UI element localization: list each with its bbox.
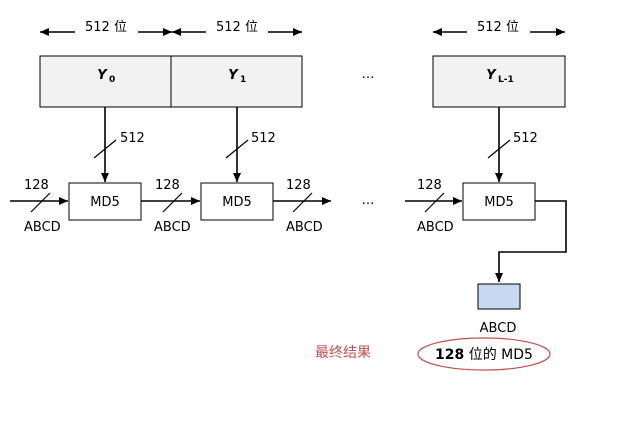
chain-label: ABCD — [417, 220, 454, 235]
width-indicator-y0: 512 位 — [40, 20, 172, 36]
md5-rect — [68, 182, 142, 221]
block-name: Y — [97, 68, 108, 83]
bus-width-label: 512 — [120, 131, 145, 146]
block-rect — [432, 55, 566, 108]
message-block-y0: Y 0 — [39, 55, 172, 108]
width-label: 512 位 — [216, 20, 258, 35]
bus-slash — [424, 192, 445, 213]
output-label: ABCD — [480, 321, 517, 336]
chain-label: ABCD — [286, 220, 323, 235]
final-result-number: 128 — [435, 347, 464, 363]
md5-rect — [462, 182, 536, 221]
md5-rect — [200, 182, 274, 221]
chain-arrow-1-2: 128 ABCD — [141, 178, 200, 235]
final-result-rest: 位的 MD5 — [464, 347, 533, 363]
result-box — [477, 283, 521, 310]
final-result-label: 最终结果 — [315, 345, 371, 361]
message-block-yl1: Y L-1 — [432, 55, 566, 108]
width-indicator-y1: 512 位 — [172, 20, 302, 36]
bus-slash — [292, 192, 313, 213]
chain-arrow-into-last: 128 ABCD — [405, 178, 462, 235]
bus-width-label: 512 — [251, 131, 276, 146]
chain-label: ABCD — [154, 220, 191, 235]
width-indicator-yl1: 512 位 — [433, 20, 565, 36]
block-rect — [170, 55, 303, 108]
bus-512-y0: 512 — [93, 107, 145, 182]
final-result-ellipse — [417, 337, 551, 371]
message-block-y1: Y 1 — [170, 55, 303, 108]
bus-width-label: 128 — [24, 178, 49, 193]
block-subscript: L-1 — [498, 75, 514, 85]
bus-slash — [225, 139, 249, 159]
md5-label: MD5 — [90, 195, 120, 210]
block-subscript: 0 — [109, 75, 115, 85]
block-subscript: 1 — [240, 75, 246, 85]
md5-box-3: MD5 — [462, 182, 536, 221]
chain-arrow-in: 128 ABCD — [10, 178, 68, 235]
md5-label: MD5 — [222, 195, 252, 210]
width-label: 512 位 — [85, 20, 127, 35]
bus-width-label: 128 — [155, 178, 180, 193]
md5-label: MD5 — [484, 195, 514, 210]
ellipsis-chain: … — [362, 193, 375, 208]
bus-slash — [162, 192, 183, 213]
output-connector-arrow — [495, 200, 567, 282]
ellipsis-blocks: … — [362, 67, 375, 82]
md5-box-2: MD5 — [200, 182, 274, 221]
width-label: 512 位 — [477, 20, 519, 35]
bus-slash — [30, 192, 51, 213]
md5-box-1: MD5 — [68, 182, 142, 221]
block-name: Y — [486, 68, 497, 83]
final-result-text: 128 位的 MD5 — [435, 347, 533, 363]
block-name: Y — [228, 68, 239, 83]
bus-512-y1: 512 — [225, 107, 276, 182]
bus-512-yl1: 512 — [487, 107, 538, 182]
bus-width-label: 512 — [513, 131, 538, 146]
bus-width-label: 128 — [286, 178, 311, 193]
bus-slash — [487, 139, 511, 159]
bus-width-label: 128 — [417, 178, 442, 193]
bus-slash — [93, 139, 117, 159]
chain-label: ABCD — [24, 220, 61, 235]
chain-arrow-2-out: 128 ABCD — [273, 178, 331, 235]
